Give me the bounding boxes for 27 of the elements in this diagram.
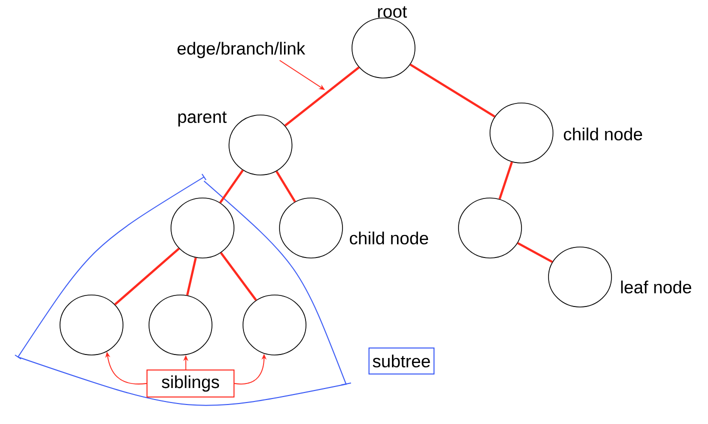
tree-node-circle (60, 294, 124, 356)
callout-box: siblings (146, 370, 234, 398)
tree-node-circle (458, 198, 522, 258)
tree-node-circle (279, 198, 343, 258)
branch-line (410, 64, 496, 118)
branch-line (276, 170, 296, 202)
branch-line (498, 162, 513, 200)
node-label: child node (350, 232, 428, 244)
branch-line (114, 248, 180, 306)
tree-node-circle (170, 198, 234, 258)
annotation-text: edge/branch/link (178, 42, 306, 58)
label-box: subtree (368, 348, 434, 374)
tree-node-circle (490, 102, 554, 164)
node-label: child node (564, 128, 642, 140)
tree-node-circle (242, 294, 306, 356)
branch-line (186, 257, 197, 296)
node-label: root (378, 6, 407, 18)
tree-node-circle (352, 18, 416, 78)
tree-node-circle (548, 246, 612, 308)
branch-line (517, 242, 553, 263)
branch-line (220, 252, 257, 301)
branch-line (284, 66, 360, 126)
node-label: parent (178, 112, 227, 126)
node-label: leaf node (621, 280, 692, 294)
tree-node-circle (228, 114, 292, 176)
branch-line (219, 170, 244, 204)
tree-node-circle (148, 294, 212, 356)
